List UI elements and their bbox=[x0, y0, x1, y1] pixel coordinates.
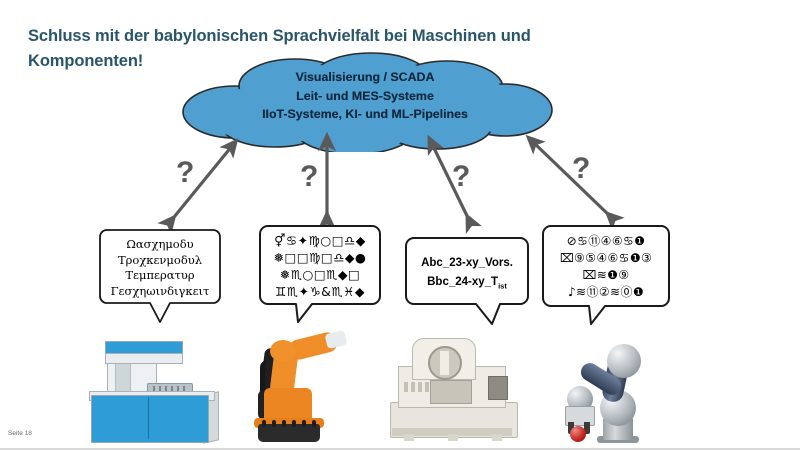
speech-bubble-symbols: ⚥♋✦♍○□♎◆ ❅□□♍□♎◆● ❅♏○□♏◆□ ♊♏✦♑&♏♓◆ bbox=[258, 224, 382, 328]
slide-number: Seite 18 bbox=[8, 430, 32, 437]
question-mark-3: ? bbox=[452, 160, 471, 193]
cloud-shape-icon bbox=[182, 52, 553, 152]
machine-2-base bbox=[264, 388, 312, 422]
speech-bubble-shape-1 bbox=[99, 229, 221, 323]
double-arrow-machine-3 bbox=[427, 134, 482, 234]
bubble-1-line-1: Ωασχημοδυ bbox=[126, 237, 194, 251]
bubble-1-line-4: Γεσχηωινδιγκειτ bbox=[110, 283, 210, 298]
bubble-2-line-3: ❅♏○□♏◆□ bbox=[279, 267, 361, 282]
lab-measuring-machine bbox=[85, 333, 225, 445]
question-mark-2: ? bbox=[300, 160, 319, 193]
machine-3-control-panel bbox=[488, 376, 508, 400]
cloud-line-2: Leit- und MES-Systeme bbox=[296, 88, 434, 103]
machine-2-elbow-joint bbox=[270, 340, 296, 362]
bubble-3-line-2: Bbc_24-xy_Tist bbox=[427, 276, 507, 291]
speech-bubble-shape-3 bbox=[405, 237, 529, 325]
question-mark-4: ? bbox=[572, 152, 591, 185]
footer-divider bbox=[0, 448, 800, 450]
cloud-line-1: Visualisierung / SCADA bbox=[295, 70, 435, 84]
title-line-2: Komponenten! bbox=[28, 52, 144, 70]
machine-1-door-split bbox=[148, 397, 149, 439]
bubble-3-subscript: ist bbox=[498, 281, 507, 291]
machine-4-red-ball bbox=[570, 426, 586, 442]
cnc-machining-center bbox=[388, 332, 520, 445]
bubble-2-line-2: ❅□□♍□♎◆● bbox=[273, 250, 367, 265]
speech-bubble-shape-4 bbox=[542, 225, 670, 325]
machine-4-top-joint bbox=[607, 344, 641, 378]
machine-1-head-lower bbox=[105, 353, 183, 364]
systems-cloud: Visualisierung / SCADA Leit- und MES-Sys… bbox=[175, 52, 555, 152]
speech-bubble-wingdings: ⊘♋⑪④⑥♋❶ ⌧⑨⑤④⑥♋❶③ ⌧≋❶⑨ ♪≋⑪②≋⓪❶ bbox=[541, 224, 671, 328]
bubble-2-line-4: ♊♏✦♑&♏♓◆ bbox=[275, 284, 365, 299]
speech-bubble-ascii: Abc_23-xy_Vors. Bbc_24-xy_Tist bbox=[404, 236, 530, 332]
bubble-2-line-1: ⚥♋✦♍○□♎◆ bbox=[274, 233, 366, 248]
double-arrow-machine-4 bbox=[525, 134, 625, 231]
machine-2-foot bbox=[258, 424, 320, 442]
bubble-2-text: ⚥♋✦♍○□♎◆ ❅□□♍□♎◆● ❅♏○□♏◆□ ♊♏✦♑&♏♓◆ bbox=[258, 232, 382, 300]
speech-bubble-shape-2 bbox=[259, 225, 381, 323]
machine-3-bed-shadow bbox=[392, 428, 512, 436]
machine-2-wrist bbox=[324, 329, 348, 350]
machine-3-window bbox=[430, 380, 472, 404]
industrial-robot-arm bbox=[238, 329, 348, 445]
question-mark-1: ? bbox=[176, 156, 195, 189]
bubble-4-line-1: ⊘♋⑪④⑥♋❶ bbox=[566, 234, 646, 248]
speech-bubble-greek: Ωασχημοδυ Τροχκενμοδυλ Τεμπερατυρ Γεσχηω… bbox=[98, 228, 222, 328]
title-line-1: Schluss mit der babylonischen Sprachviel… bbox=[28, 27, 531, 45]
bubble-3-text: Abc_23-xy_Vors. Bbc_24-xy_Tist bbox=[404, 254, 530, 295]
cloud-text-block: Visualisierung / SCADA Leit- und MES-Sys… bbox=[175, 68, 555, 124]
machine-1-base bbox=[91, 395, 209, 443]
bubble-1-text: Ωασχημοδυ Τροχκενμοδυλ Τεμπερατυρ Γεσχηω… bbox=[98, 237, 222, 299]
machine-3-spindle bbox=[428, 346, 462, 380]
bubble-4-line-2: ⌧⑨⑤④⑥♋❶③ bbox=[559, 251, 653, 265]
bubble-4-text: ⊘♋⑪④⑥♋❶ ⌧⑨⑤④⑥♋❶③ ⌧≋❶⑨ ♪≋⑪②≋⓪❶ bbox=[541, 233, 671, 301]
machine-2-foot-plate bbox=[254, 418, 324, 428]
collaborative-robot-arm bbox=[545, 330, 655, 445]
bubble-4-line-4: ♪≋⑪②≋⓪❶ bbox=[567, 285, 645, 299]
page-title: Schluss mit der babylonischen Sprachviel… bbox=[28, 24, 688, 74]
cloud-line-3: IIoT-Systeme, KI- und ML-Pipelines bbox=[262, 107, 468, 121]
machine-4-gripper bbox=[565, 406, 595, 426]
bubble-4-line-3: ⌧≋❶⑨ bbox=[582, 268, 630, 282]
bubble-1-line-2: Τροχκενμοδυλ bbox=[117, 252, 203, 267]
machine-2-cable bbox=[260, 360, 275, 400]
bubble-1-line-3: Τεμπερατυρ bbox=[125, 268, 195, 282]
double-arrow-machine-1 bbox=[157, 138, 239, 235]
bubble-3-line-1: Abc_23-xy_Vors. bbox=[421, 257, 513, 269]
